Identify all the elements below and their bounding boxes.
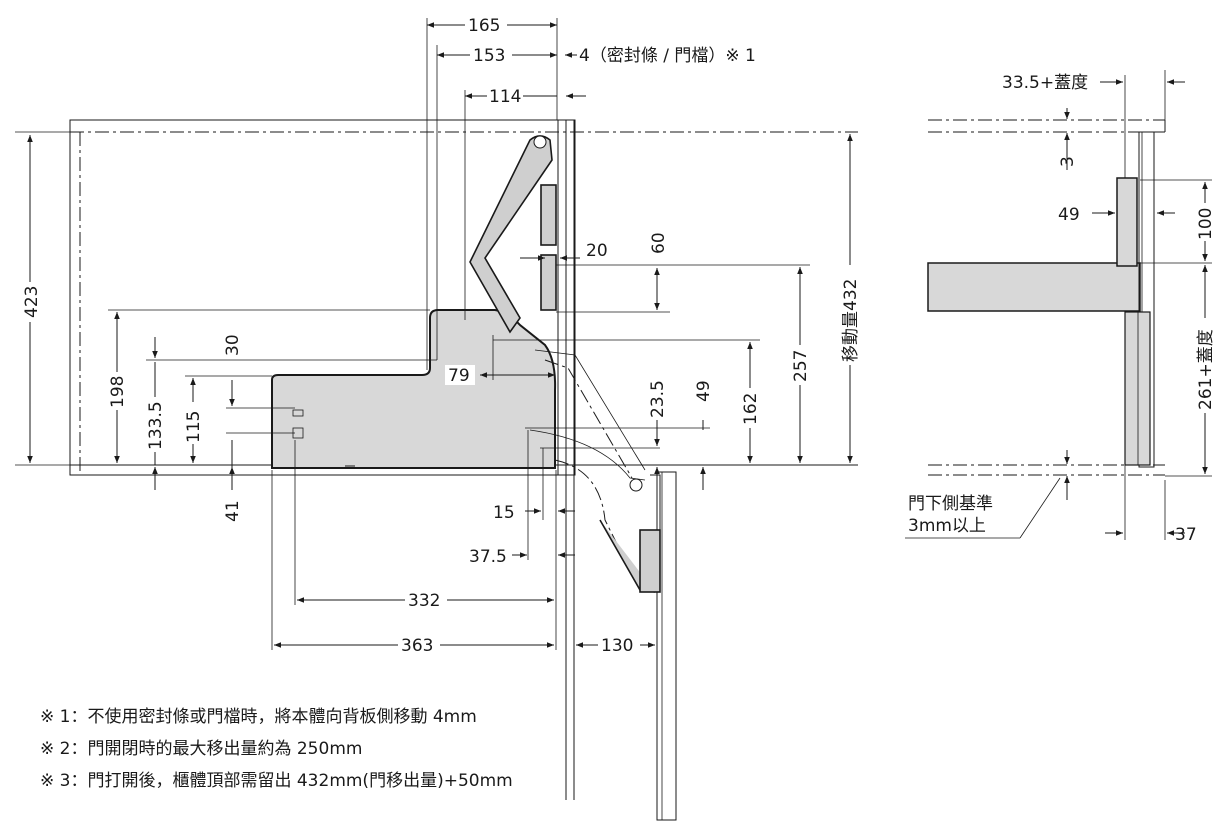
side-bracket <box>1116 177 1138 267</box>
dim-100: 100 <box>1196 208 1216 240</box>
lift-arm-upper <box>469 135 553 334</box>
dim-37: 37 <box>1175 525 1197 545</box>
dim-15: 15 <box>493 503 515 523</box>
dim-79: 79 <box>448 366 470 386</box>
dim-49-lower: 49 <box>694 380 714 402</box>
dim-165: 165 <box>468 16 500 36</box>
dim-4-seal: 4（密封條 / 門檔）※ 1 <box>579 46 756 66</box>
dim-3: 3 <box>1058 156 1078 167</box>
dim-37-5: 37.5 <box>469 547 507 567</box>
note-3: ※ 3：門打開後，櫃體頂部需留出 432mm(門移出量)+50mm <box>40 771 513 791</box>
arm-bracket-top <box>540 184 557 246</box>
arm-bracket-mid <box>540 254 557 311</box>
dim-162: 162 <box>741 393 761 425</box>
dim-432-travel: 移動量432 <box>841 279 861 362</box>
side-shelf <box>927 262 1141 312</box>
dim-332: 332 <box>408 591 440 611</box>
dim-257: 257 <box>791 350 811 382</box>
dim-198: 198 <box>108 376 128 408</box>
dim-133-5: 133.5 <box>146 401 166 450</box>
dim-363: 363 <box>401 636 433 656</box>
note-1: ※ 1：不使用密封條或門檔時，將本體向背板側移動 4mm <box>40 706 477 727</box>
dimension-lines <box>15 18 853 650</box>
door-bottom-reference: 門下側基準 <box>908 494 993 514</box>
door-panel <box>656 471 677 821</box>
dim-23-5: 23.5 <box>648 380 668 418</box>
dim-20: 20 <box>586 241 608 261</box>
dim-153: 153 <box>473 46 505 66</box>
dim-130: 130 <box>601 636 633 656</box>
dim-60: 60 <box>649 232 669 254</box>
side-door-panel <box>1138 131 1155 468</box>
dim-115: 115 <box>184 411 204 443</box>
door-bottom-min: 3mm以上 <box>908 516 986 536</box>
dim-423: 423 <box>22 286 42 318</box>
lift-mechanism-body <box>271 309 557 469</box>
note-2: ※ 2：門開閉時的最大移出量約為 250mm <box>40 739 362 759</box>
cabinet-outline <box>69 119 858 800</box>
dim-30: 30 <box>223 334 243 356</box>
lift-arm-lower <box>529 349 661 593</box>
dim-33-5-overlay: 33.5+蓋度 <box>1002 73 1088 93</box>
dim-49-side: 49 <box>1058 205 1080 225</box>
dim-261-overlay: 261+蓋度 <box>1196 329 1216 410</box>
dim-41: 41 <box>223 500 243 522</box>
dim-114: 114 <box>489 87 521 107</box>
side-view <box>905 70 1212 540</box>
